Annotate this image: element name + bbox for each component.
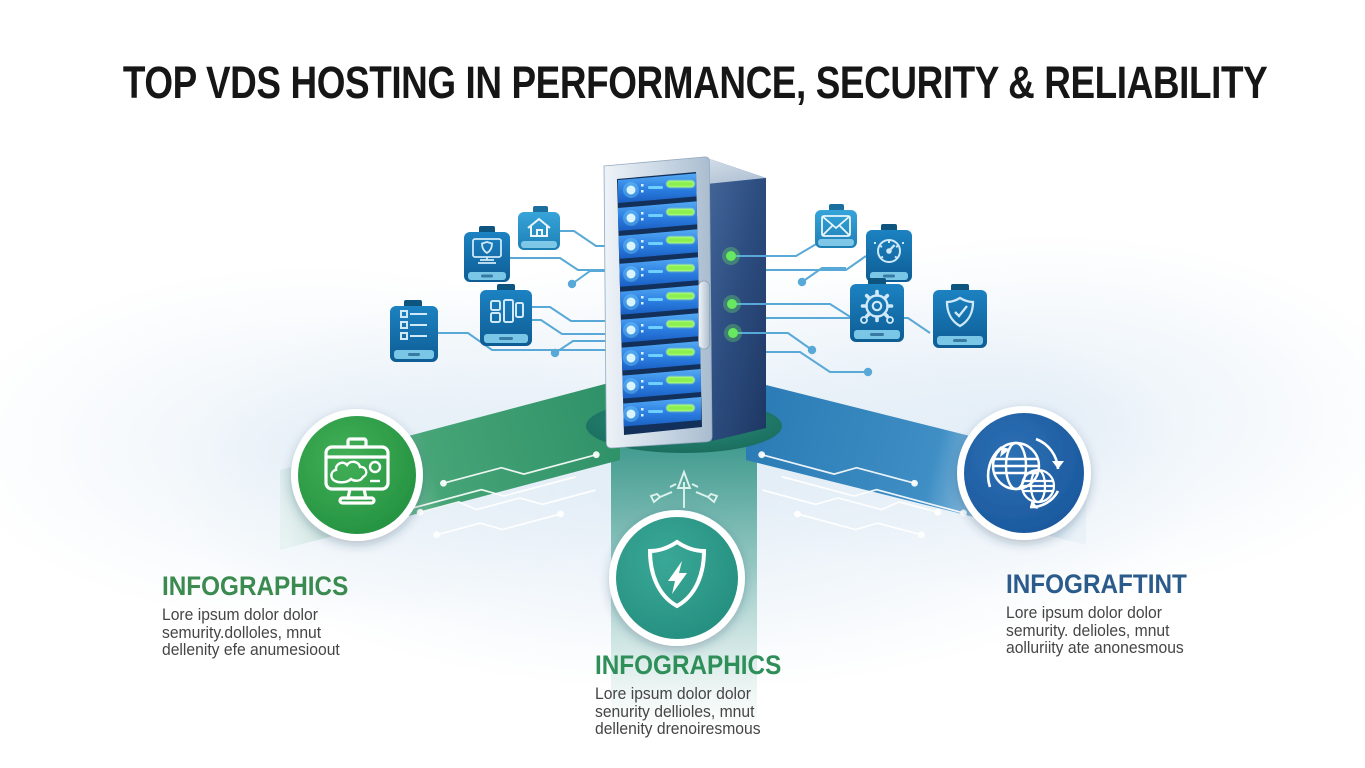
- security-heading: INFOGRAPHICS: [595, 650, 782, 680]
- shield-check-icon: [933, 284, 987, 348]
- gauge-icon: [866, 224, 912, 282]
- right-connector-dot: [797, 277, 807, 287]
- home-icon: [518, 206, 560, 250]
- security-circle: [609, 510, 745, 646]
- right-connector-lines: [733, 242, 931, 373]
- security-body: Lore ipsum dolor dolor senurity delliole…: [595, 685, 792, 739]
- right-icon-badges: [815, 204, 987, 348]
- body-line: semurity. delioles, mnut: [1006, 621, 1170, 640]
- page-title: TOP VDS HOSTING IN PERFORMANCE, SECURITY…: [122, 57, 1268, 108]
- right-connector-dot: [807, 345, 817, 355]
- monitor-graphics-icon: [324, 437, 390, 505]
- server-status-dots: [722, 247, 742, 342]
- body-line: Lore ipsum dolor dolor: [595, 685, 751, 703]
- body-line: aolluriity ate anonesmous: [1006, 639, 1184, 658]
- monitor-shield-icon: [464, 226, 510, 282]
- data-blocks-icon: [480, 284, 532, 346]
- gear-icon: [850, 278, 904, 342]
- performance-body: Lore ipsum dolor dolor semurity.dolloles…: [162, 606, 359, 660]
- reliability-body: Lore ipsum dolor dolor semurity. deliole…: [1006, 604, 1197, 658]
- distribute-arrows-icon: [649, 469, 719, 508]
- envelope-icon: [815, 204, 857, 248]
- performance-heading: INFOGRAPHICS: [162, 571, 349, 601]
- document-icon: [390, 300, 438, 362]
- body-line: semurity.dolloles, mnut: [162, 623, 322, 642]
- reliability-circle: [957, 406, 1091, 540]
- body-line: dellenity efe anumesioout: [162, 641, 340, 660]
- reliability-textblock: INFOGRAFTINT Lore ipsum dolor dolor semu…: [1006, 569, 1207, 658]
- left-icon-badges: [390, 206, 560, 362]
- left-connector-dot: [550, 348, 560, 358]
- server-rack-tower: [603, 156, 766, 449]
- server-door-handle: [698, 280, 710, 350]
- body-line: senurity dellioles, mnut: [595, 702, 755, 721]
- performance-circle: [291, 409, 423, 541]
- body-line: Lore ipsum dolor dolor: [1006, 604, 1162, 622]
- body-line: Lore ipsum dolor dolor: [162, 606, 318, 624]
- right-connector-dot: [863, 367, 873, 377]
- body-line: dellenity drenoiresmous: [595, 720, 761, 739]
- left-connector-dot: [567, 279, 577, 289]
- performance-textblock: INFOGRAPHICS Lore ipsum dolor dolor semu…: [162, 571, 369, 660]
- server-blades: [618, 173, 701, 427]
- global-network-icon: [986, 437, 1064, 509]
- security-textblock: INFOGRAPHICS Lore ipsum dolor dolor senu…: [595, 650, 802, 739]
- reliability-heading: INFOGRAFTINT: [1006, 569, 1187, 599]
- shield-bolt-icon: [647, 539, 707, 609]
